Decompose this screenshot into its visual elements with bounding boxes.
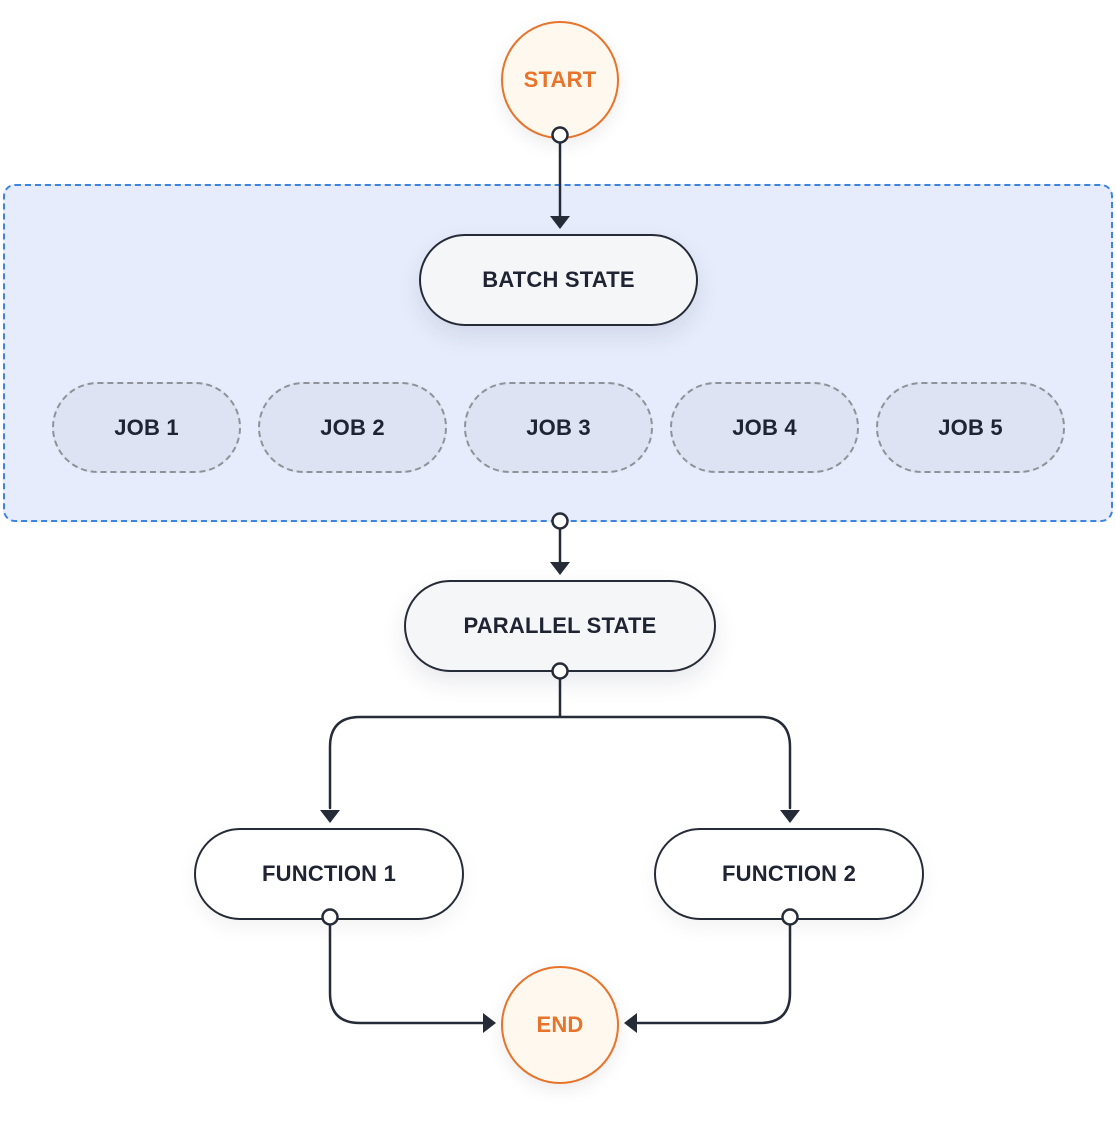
function-label: FUNCTION 1 — [262, 861, 396, 886]
arrowhead-to-parallel — [550, 562, 570, 575]
batch-state-label: BATCH STATE — [482, 267, 635, 292]
job-node-2: JOB 2 — [258, 382, 447, 473]
arrowhead-to-batch — [550, 216, 570, 229]
function-node-1: FUNCTION 1 — [194, 828, 464, 920]
parallel-state-label: PARALLEL STATE — [463, 613, 657, 638]
job-label: JOB 1 — [114, 414, 179, 440]
start-node: START — [501, 21, 619, 139]
batch-state-node: BATCH STATE — [419, 234, 698, 326]
job-label: JOB 2 — [320, 414, 385, 440]
connector-function1-to-end — [328, 915, 486, 1025]
end-label: END — [536, 1012, 584, 1037]
start-label: START — [523, 67, 597, 92]
arrowhead-into-end-right — [624, 1013, 637, 1033]
arrowhead-to-function-2 — [780, 810, 800, 823]
job-label: JOB 4 — [732, 414, 797, 440]
connector-function2-to-end — [634, 915, 792, 1025]
job-label: JOB 5 — [938, 414, 1003, 440]
job-node-1: JOB 1 — [52, 382, 241, 473]
function-label: FUNCTION 2 — [722, 861, 856, 886]
job-node-5: JOB 5 — [876, 382, 1065, 473]
arrowhead-to-function-1 — [320, 810, 340, 823]
job-label: JOB 3 — [526, 414, 591, 440]
job-node-4: JOB 4 — [670, 382, 859, 473]
arrowhead-into-end-left — [483, 1013, 496, 1033]
end-node: END — [501, 966, 619, 1084]
function-node-2: FUNCTION 2 — [654, 828, 924, 920]
job-node-3: JOB 3 — [464, 382, 653, 473]
parallel-state-node: PARALLEL STATE — [404, 580, 716, 672]
connector-parallel-split — [328, 669, 792, 810]
